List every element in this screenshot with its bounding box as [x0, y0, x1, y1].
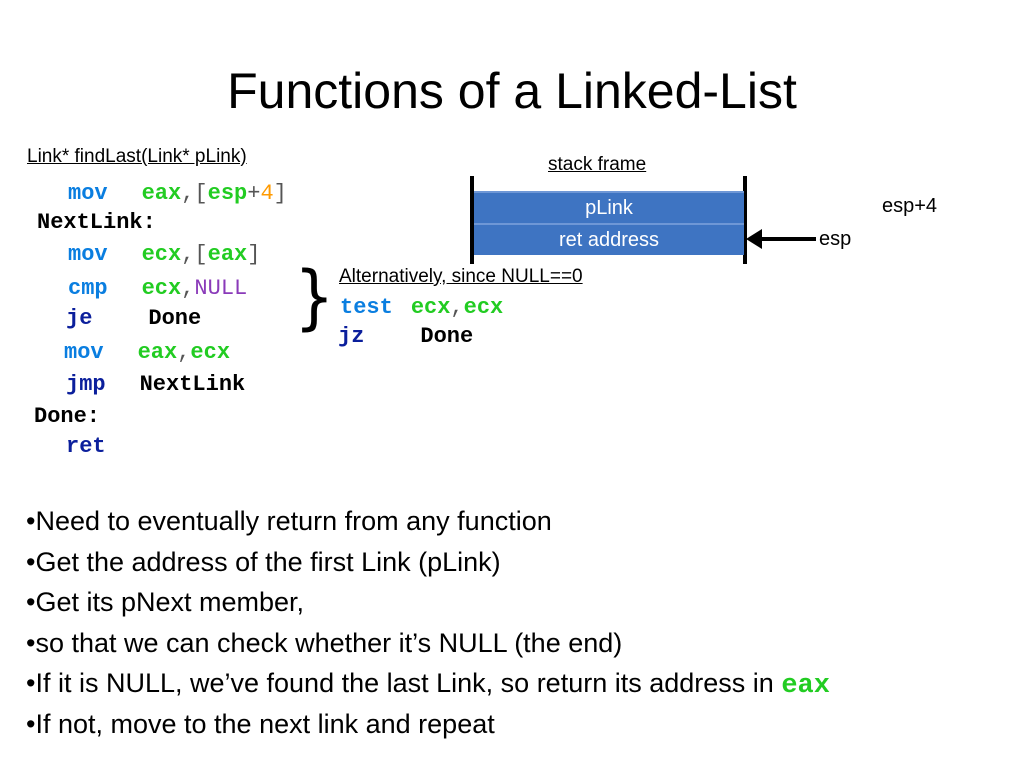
esp-label: esp: [819, 228, 852, 250]
code-target: NextLink: [139, 372, 246, 397]
code-register: ecx: [190, 340, 231, 365]
code-op: jz: [338, 324, 365, 349]
code-punct: ]: [273, 181, 287, 206]
bullet-text: so that we can check whether it’s NULL (…: [35, 627, 623, 658]
code-line-jz: jz Done: [338, 326, 473, 348]
bullet-marker: •: [26, 708, 36, 739]
code-op: je: [66, 306, 93, 331]
code-punct: ,: [181, 276, 195, 301]
bullet-text: If not, move to the next link and repeat: [35, 708, 495, 739]
stack-cell-plink: pLink: [474, 191, 744, 223]
code-op: mov: [64, 340, 104, 365]
stack-frame-title: stack frame: [548, 154, 647, 175]
bullet-item: •Need to eventually return from any func…: [26, 502, 830, 543]
code-line-mov-eax-esp: mov eax,[esp+4]: [68, 183, 287, 205]
stack-wall-right: [743, 176, 747, 264]
arrow-head-icon: [746, 229, 762, 249]
code-register: eax: [207, 242, 248, 267]
bullet-text: Get the address of the first Link (pLink…: [35, 546, 501, 577]
stack-cell-ret-address: ret address: [474, 223, 744, 255]
code-register: ecx: [141, 276, 182, 301]
code-line-ret: ret: [66, 436, 106, 458]
code-target: Done: [148, 306, 202, 331]
bullet-text: Get its pNext member,: [35, 587, 305, 618]
bullet-marker: •: [26, 546, 36, 577]
code-op: ret: [66, 434, 106, 459]
code-register: ecx: [410, 295, 451, 320]
code-punct: ,: [450, 295, 464, 320]
bullet-marker: •: [26, 668, 36, 699]
code-op: jmp: [66, 372, 106, 397]
curly-brace-icon: }: [294, 256, 335, 338]
code-null: NULL: [194, 276, 248, 301]
code-line-mov-eax-ecx: mov eax,ecx: [64, 342, 230, 364]
stack-wall-left: [470, 176, 474, 264]
bullet-item: •If it is NULL, we’ve found the last Lin…: [26, 664, 830, 705]
code-op: test: [340, 295, 393, 320]
esp-arrow-icon: [756, 237, 816, 241]
code-register: ecx: [463, 295, 504, 320]
code-punct: ,[: [181, 242, 208, 267]
code-line-jmp: jmp NextLink: [66, 374, 245, 396]
bullet-text: If it is NULL, we’ve found the last Link…: [35, 668, 782, 699]
code-label-nextlink: NextLink:: [37, 210, 156, 235]
bullet-item: •so that we can check whether it’s NULL …: [26, 624, 830, 665]
code-target: Done: [420, 324, 474, 349]
code-op: mov: [68, 242, 108, 267]
inline-code-eax: eax: [781, 671, 830, 702]
code-punct: ,: [177, 340, 191, 365]
code-label-done: Done:: [34, 404, 101, 429]
code-register: ecx: [141, 242, 182, 267]
bullet-item: •If not, move to the next link and repea…: [26, 705, 830, 746]
code-plus: +: [247, 181, 261, 206]
bullet-marker: •: [26, 587, 36, 618]
bullet-item: •Get its pNext member,: [26, 583, 830, 624]
code-register: eax: [137, 340, 178, 365]
code-line-je: je Done: [66, 308, 201, 330]
bullet-text: Need to eventually return from any funct…: [35, 506, 552, 536]
code-register: esp: [207, 181, 248, 206]
code-number: 4: [260, 181, 274, 206]
bullet-list: •Need to eventually return from any func…: [26, 502, 830, 746]
code-line-mov-ecx-eax: mov ecx,[eax]: [68, 244, 260, 266]
code-op: mov: [68, 181, 108, 206]
code-op: cmp: [68, 276, 108, 301]
code-punct: ]: [247, 242, 261, 267]
code-line-cmp: cmp ecx,NULL: [68, 278, 247, 300]
bullet-marker: •: [26, 506, 36, 536]
page-title: Functions of a Linked-List: [227, 63, 797, 119]
alternative-heading: Alternatively, since NULL==0: [339, 266, 583, 287]
function-signature: Link* findLast(Link* pLink): [27, 146, 247, 167]
code-punct: ,[: [181, 181, 208, 206]
bullet-marker: •: [26, 627, 36, 658]
bullet-item: •Get the address of the first Link (pLin…: [26, 543, 830, 584]
code-register: eax: [141, 181, 182, 206]
esp-plus-4-label: esp+4: [882, 195, 938, 217]
